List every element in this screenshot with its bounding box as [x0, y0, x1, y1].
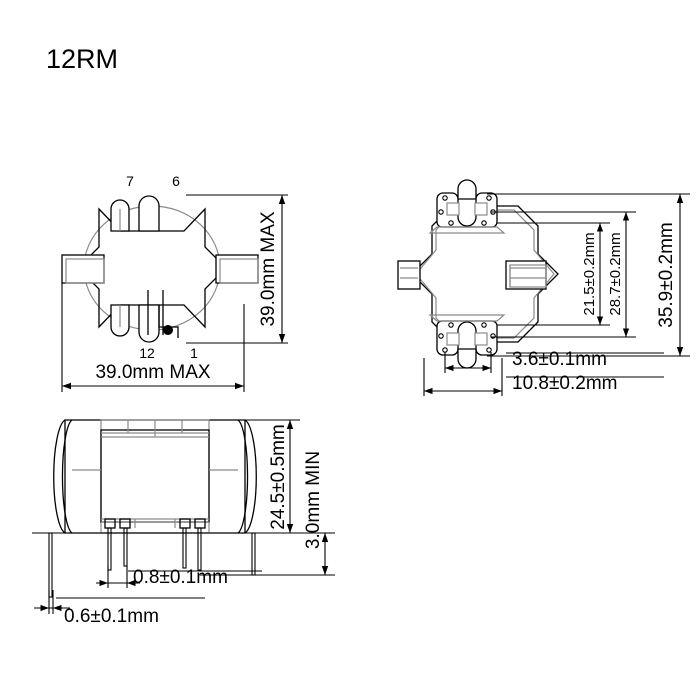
bottom-pin-group [110, 290, 179, 343]
dim-28-7: 28.7±0.2mm [491, 211, 636, 338]
dim-label-10-8: 10.8±0.2mm [512, 373, 617, 394]
pin1-index-dot [163, 325, 173, 335]
dim-label-0-6: 0.6±0.1mm [64, 606, 159, 627]
pin-label-12: 12 [139, 345, 155, 361]
side-pin-feet [104, 518, 206, 529]
side-bobbin [72, 419, 238, 534]
dim-label-35-9: 35.9±0.2mm [656, 222, 677, 327]
clip-top [428, 179, 506, 234]
tr-body-inner [415, 209, 555, 339]
dim-label-21-5: 21.5±0.2mm [581, 232, 598, 315]
dim-3-6: 3.6±0.1mm [444, 349, 664, 373]
pin-label-6: 6 [172, 173, 180, 189]
side-pins [48, 527, 256, 598]
dim-top-left-height: 39.0mm MAX [186, 194, 288, 344]
side-left-cheek [53, 419, 73, 534]
side-slot-left [61, 254, 105, 284]
pin-label-1: 1 [190, 345, 198, 361]
dim-label-28-7: 28.7±0.2mm [607, 232, 624, 315]
dim-0-8: 0.8±0.1mm [96, 566, 262, 588]
side-slot-right [215, 254, 259, 284]
dim-0-6: 0.6±0.1mm [34, 590, 205, 627]
pin-label-7: 7 [126, 173, 134, 189]
dim-label-height-39: 39.0mm MAX [258, 211, 279, 326]
page-title: 12RM [46, 44, 118, 74]
dim-21-5: 21.5±0.2mm [497, 222, 610, 326]
dim-3-0-min: 3.0mm MIN [200, 451, 335, 576]
dim-label-3-0-min: 3.0mm MIN [303, 451, 324, 549]
side-right-cheek [237, 419, 257, 534]
dim-label-width-39: 39.0mm MAX [95, 362, 210, 383]
top-pin-group [110, 195, 160, 232]
dim-10-8: 10.8±0.2mm [423, 358, 664, 396]
dim-24-5: 24.5±0.5mm [231, 419, 300, 533]
view-bottom-left: 24.5±0.5mm 3.0mm MIN 0.8±0.1mm [32, 419, 335, 627]
dim-35-9: 35.9±0.2mm [487, 193, 690, 357]
view-top-left: 7 6 12 1 39.0mm MAX 39.0mm MAX [61, 173, 288, 392]
tr-center-slot [505, 260, 547, 290]
dim-top-left-width: 39.0mm MAX [61, 283, 245, 392]
clip-bottom [428, 314, 506, 369]
dim-label-3-6: 3.6±0.1mm [512, 349, 607, 370]
view-top-right: 21.5±0.2mm 28.7±0.2mm 35.9±0.2mm [397, 179, 690, 396]
dim-label-24-5: 24.5±0.5mm [268, 424, 289, 529]
tr-center-slot-left [397, 260, 421, 290]
dim-label-0-8: 0.8±0.1mm [133, 567, 228, 588]
